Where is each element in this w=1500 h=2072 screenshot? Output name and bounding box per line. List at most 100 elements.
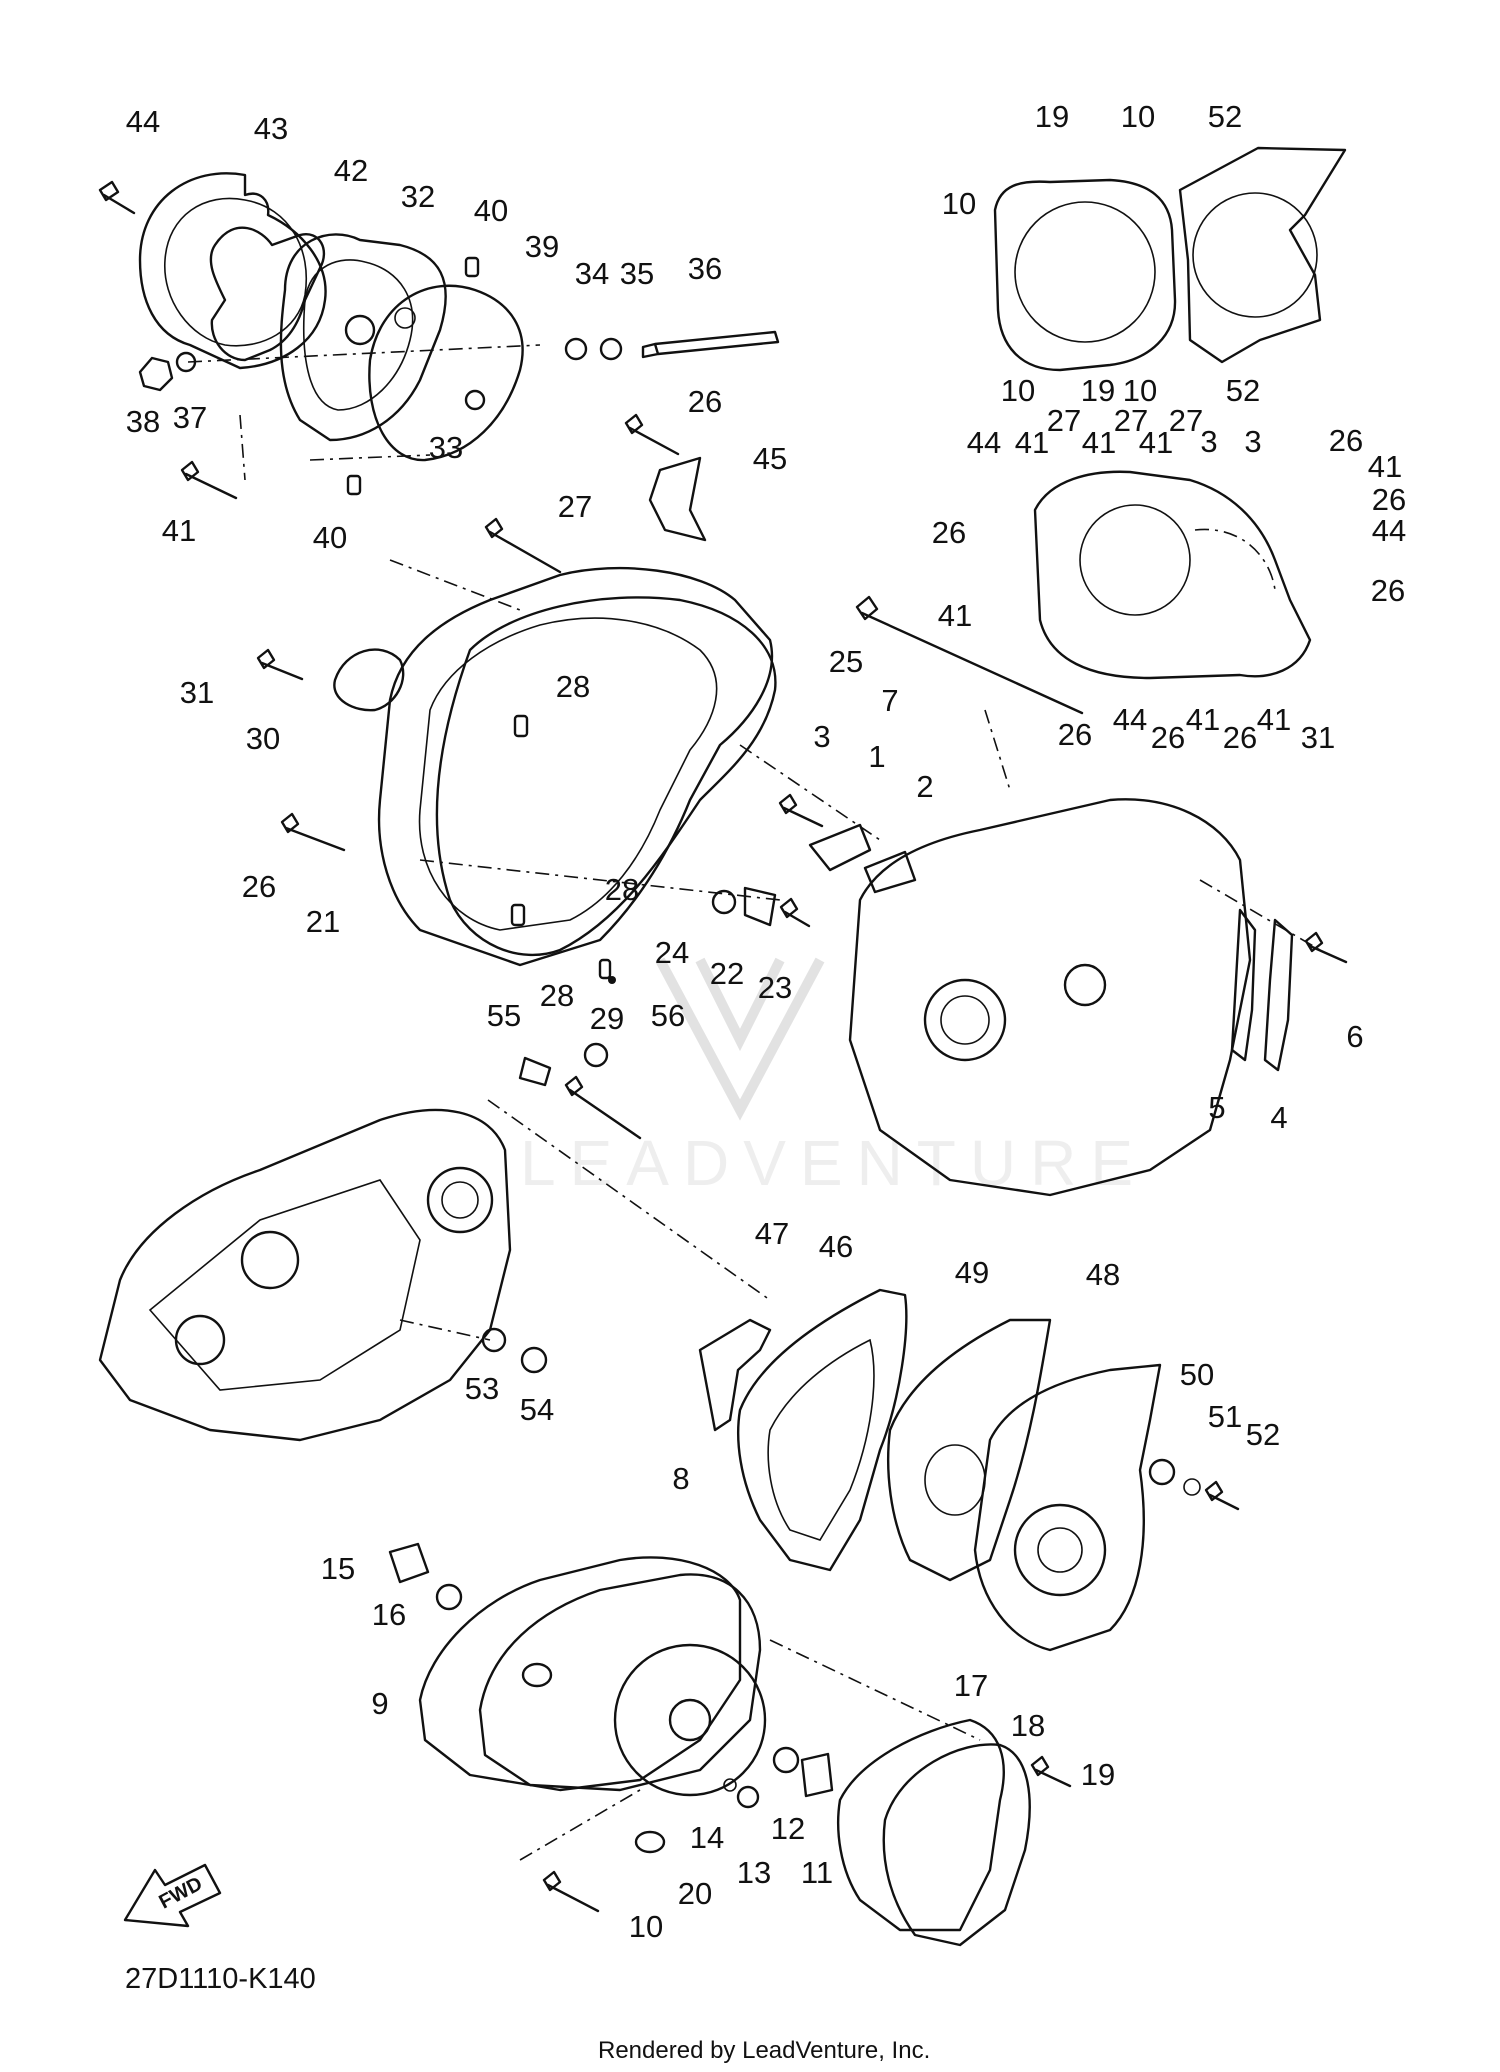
dowel-28-c — [598, 958, 612, 980]
part-callout-9: 9 — [371, 1686, 388, 1721]
bolt-6 — [1304, 931, 1348, 964]
o-ring-14 — [723, 1778, 737, 1792]
part-callout-27: 27 — [1047, 403, 1081, 438]
footer-credit: Rendered by LeadVenture, Inc. — [598, 2037, 930, 2064]
dowel-pin-40-top — [464, 256, 480, 278]
part-callout-10: 10 — [1001, 373, 1035, 408]
shaft-36 — [641, 330, 780, 359]
part-callout-19: 19 — [1081, 373, 1115, 408]
bolt-44 — [98, 180, 136, 215]
o-ring-16 — [435, 1583, 463, 1611]
plate-22 — [743, 886, 777, 927]
part-callout-56: 56 — [651, 998, 685, 1033]
bolt-27 — [484, 517, 562, 574]
gasket-49 — [887, 1318, 1052, 1582]
part-callout-26: 26 — [1371, 573, 1405, 608]
bolt-3 — [778, 793, 824, 828]
bolt-26-left — [280, 812, 346, 852]
part-callout-3: 3 — [1244, 424, 1261, 459]
cover-48 — [973, 1363, 1162, 1652]
part-callout-26: 26 — [1058, 717, 1092, 752]
part-callout-47: 47 — [755, 1216, 789, 1251]
part-callout-14: 14 — [690, 1820, 724, 1855]
diagram-code: 27D1110-K140 — [125, 1963, 316, 1995]
part-callout-44: 44 — [967, 425, 1001, 460]
part-callout-34: 34 — [575, 256, 609, 291]
part-callout-40: 40 — [474, 193, 508, 228]
part-callout-28: 28 — [605, 872, 639, 907]
part-callout-54: 54 — [520, 1392, 554, 1427]
part-callout-10: 10 — [1123, 373, 1157, 408]
part-callout-21: 21 — [306, 904, 340, 939]
part-callout-50: 50 — [1180, 1357, 1214, 1392]
part-callout-33: 33 — [429, 430, 463, 465]
part-callout-28: 28 — [540, 978, 574, 1013]
crankcase-left — [98, 1108, 512, 1442]
part-callout-26: 26 — [1372, 482, 1406, 517]
bolt-pattern-view-top — [993, 146, 1347, 372]
cover-46 — [737, 1288, 908, 1572]
part-callout-28: 28 — [556, 669, 590, 704]
part-callout-27: 27 — [1169, 403, 1203, 438]
plug-15 — [388, 1542, 430, 1584]
fwd-arrow: FWD — [123, 1863, 222, 1928]
part-callout-18: 18 — [1011, 1708, 1045, 1743]
part-callout-31: 31 — [1301, 720, 1335, 755]
washer-51 — [1183, 1478, 1201, 1496]
nut-38 — [138, 356, 174, 392]
seal-54 — [520, 1346, 548, 1374]
part-callout-41: 41 — [1082, 425, 1116, 460]
crankcase-right — [848, 798, 1252, 1197]
part-callout-44: 44 — [1372, 513, 1406, 548]
part-callout-44: 44 — [126, 104, 160, 139]
cover-18 — [882, 1743, 1031, 1947]
part-callout-31: 31 — [180, 675, 214, 710]
part-callout-11: 11 — [801, 1855, 833, 1890]
part-callout-26: 26 — [932, 515, 966, 550]
part-callout-32: 32 — [401, 179, 435, 214]
part-callout-26: 26 — [1223, 720, 1257, 755]
part-callout-52: 52 — [1226, 373, 1260, 408]
part-callout-53: 53 — [465, 1371, 499, 1406]
crankcase-cover-group — [256, 413, 881, 984]
bracket-1 — [808, 823, 872, 872]
gasket-39 — [368, 284, 524, 462]
plug-13 — [736, 1785, 760, 1809]
fwd-label: FWD — [156, 1873, 207, 1914]
seal-53 — [481, 1327, 507, 1353]
part-callout-6: 6 — [1346, 1019, 1363, 1054]
part-callout-40: 40 — [313, 520, 347, 555]
lever-55 — [518, 1056, 552, 1087]
part-callout-41: 41 — [1139, 425, 1173, 460]
plate-30 — [333, 648, 405, 712]
part-callout-41: 41 — [162, 513, 196, 548]
part-callout-41: 41 — [1368, 449, 1402, 484]
part-callout-26: 26 — [688, 384, 722, 419]
bolt-41 — [180, 460, 238, 500]
part-callout-41: 41 — [1015, 425, 1049, 460]
part-callout-12: 12 — [771, 1811, 805, 1846]
part-callout-29: 29 — [590, 1001, 624, 1036]
case-32 — [279, 233, 447, 442]
bolt-55-shaft — [564, 1075, 642, 1140]
seal-50 — [1148, 1458, 1176, 1486]
part-callout-8: 8 — [672, 1461, 689, 1496]
part-callout-13: 13 — [737, 1855, 771, 1890]
part-callout-38: 38 — [126, 404, 160, 439]
clutch-cover-group — [98, 172, 780, 500]
bolt-23 — [779, 897, 811, 928]
seal-34 — [564, 337, 588, 361]
seal-20 — [634, 1830, 666, 1854]
watermark-text: LEADVENTURE — [520, 1127, 1147, 1199]
part-callout-26: 26 — [242, 869, 276, 904]
plug-33 — [464, 389, 486, 411]
o-ring-12 — [772, 1746, 800, 1774]
part-callout-7: 7 — [881, 683, 898, 718]
part-callout-52: 52 — [1246, 1417, 1280, 1452]
part-callout-49: 49 — [955, 1255, 989, 1290]
part-callout-15: 15 — [321, 1551, 355, 1586]
cover-21 — [377, 566, 774, 967]
part-callout-23: 23 — [758, 970, 792, 1005]
crankcase-left-half — [98, 1042, 771, 1442]
